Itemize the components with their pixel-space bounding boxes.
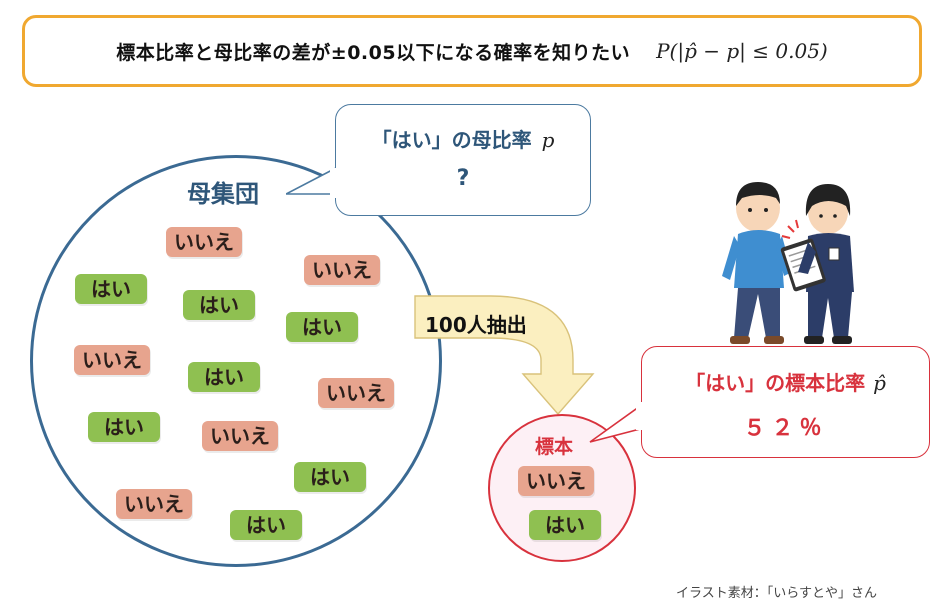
population-bubble [335,104,591,216]
sample-tag: はい [529,510,601,540]
population-tag: はい [230,510,302,540]
sample-bubble-tail [589,403,645,443]
population-tag: はい [286,312,358,342]
population-bubble-tail-cover [330,168,342,198]
people-illustration [722,182,854,344]
sample-label: 標本 [535,436,574,458]
title-box: 標本比率と母比率の差が±0.05以下になる確率を知りたい P(|p̂ − p| … [22,15,922,87]
population-bubble-title: 「はい」の母比率 p [335,124,591,153]
sample-proportion-value: ５２％ [743,416,828,441]
population-tag: いいえ [304,255,380,285]
population-tag: はい [75,274,147,304]
sample-tag: いいえ [518,466,594,496]
population-tag: はい [294,462,366,492]
population-proportion-label: 「はい」の母比率 [371,128,532,152]
man-figure [722,182,792,344]
illustration-credit: イラスト素材：「いらすとや」さん [676,586,877,601]
population-tag: はい [88,412,160,442]
population-tag: いいえ [318,378,394,408]
title-text: 標本比率と母比率の差が±0.05以下になる確率を知りたい [116,41,631,64]
sample-bubble-tail-cover [636,402,648,430]
sample-proportion-label: 「はい」の標本比率 [685,371,866,395]
sampling-arrow-label: 100人抽出 [425,313,527,337]
population-tag: いいえ [116,489,192,519]
population-proportion-value: ? [456,166,470,191]
sample-bubble [641,346,930,458]
sampling-arrow [414,295,595,416]
population-tag: はい [183,290,255,320]
population-tag: いいえ [202,421,278,451]
population-tag: いいえ [166,227,242,257]
woman-figure [780,184,854,344]
population-proportion-variable: p [541,128,555,152]
sample-proportion-variable: p̂ [873,371,886,395]
title-formula: P(|p̂ − p| ≤ 0.05) [656,39,828,63]
population-bubble-tail [286,167,338,195]
population-tag: はい [188,362,260,392]
sample-bubble-title: 「はい」の標本比率 p̂ [641,367,930,396]
population-label: 母集団 [187,180,259,208]
population-tag: いいえ [74,345,150,375]
